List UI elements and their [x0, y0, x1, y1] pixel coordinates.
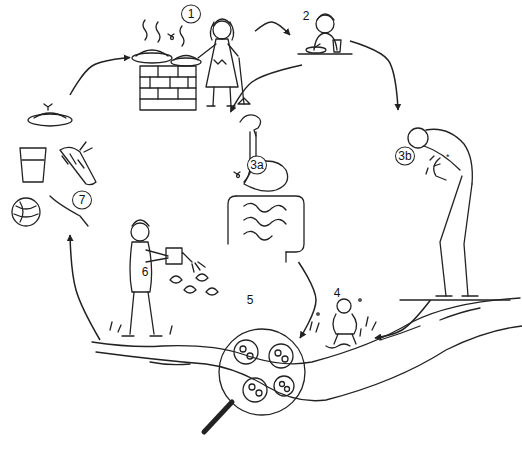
cycle-arrow — [375, 300, 431, 338]
cycle-arrow — [231, 65, 303, 112]
callout-number: 7 — [72, 191, 92, 210]
cycle-arrow — [70, 58, 130, 96]
cycle-arrow — [299, 262, 317, 338]
stream-bank-sketch — [92, 298, 522, 401]
stage-region: 3a — [222, 112, 307, 262]
callout-number: 1 — [181, 5, 201, 24]
cycle-arrow — [70, 235, 100, 340]
stage-region: 6 — [95, 210, 195, 340]
cycle-arrow — [350, 41, 398, 110]
callout-number: 2 — [303, 10, 310, 23]
callout-number: 3a — [247, 156, 267, 175]
squatting-person-figure — [310, 299, 376, 348]
svg-text:*: * — [446, 152, 450, 162]
stage-region: 7 — [0, 95, 100, 235]
food-table-sketch — [132, 20, 201, 110]
sick-man-figure: * — [400, 128, 510, 300]
stage-region: 3b — [385, 110, 515, 300]
contaminated-food-sketch — [12, 104, 96, 226]
man-watering-figure — [110, 220, 218, 336]
callout-number: 5 — [247, 294, 254, 307]
callout-number: 6 — [142, 266, 149, 279]
digestive-tract-sketch — [228, 115, 304, 262]
stage-region: 1 — [130, 5, 255, 110]
magnifier-cysts-sketch — [204, 329, 305, 432]
woman-figure — [198, 19, 250, 106]
stage-region: 2 — [290, 5, 350, 65]
stage-region: 4 — [300, 282, 375, 352]
cycle-arrow — [255, 22, 290, 35]
callout-number: 3b — [395, 147, 415, 166]
stage-region: 5 — [215, 320, 310, 420]
callout-number: 4 — [334, 287, 341, 300]
